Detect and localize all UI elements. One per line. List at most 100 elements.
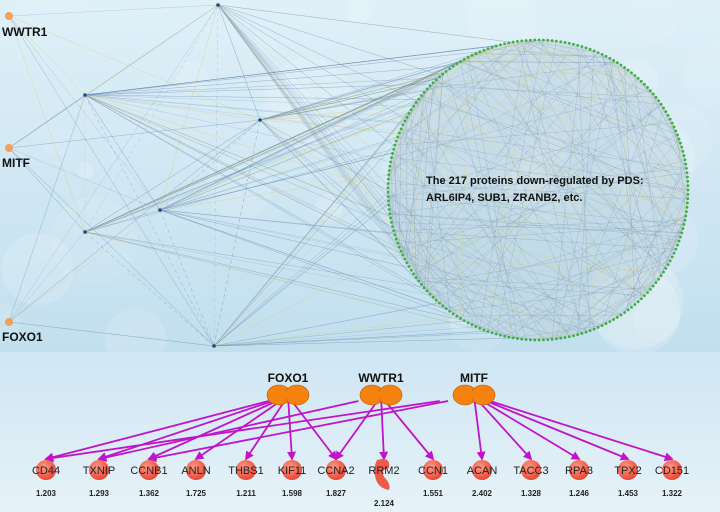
- cluster-edge: [416, 277, 651, 290]
- regulation-arrow: [44, 400, 269, 462]
- network-edge: [159, 114, 409, 211]
- target-label: RPA3: [565, 465, 593, 477]
- wwtr1-node: [5, 12, 13, 20]
- cluster-edge: [581, 46, 662, 276]
- network-edge: [217, 4, 391, 167]
- cluster-edge: [388, 118, 671, 197]
- cluster-disc: [388, 40, 688, 340]
- target-label: CCNB1: [130, 465, 167, 477]
- cluster-edge: [479, 215, 686, 329]
- cluster-edge: [400, 52, 599, 252]
- network-edge: [159, 209, 405, 260]
- network-edge: [213, 129, 401, 347]
- protein-node: [451, 312, 455, 316]
- network-edge: [259, 61, 461, 121]
- protein-node: [559, 336, 563, 340]
- protein-node: [648, 287, 652, 291]
- protein-node: [567, 41, 571, 45]
- protein-node: [387, 169, 391, 172]
- protein-node: [636, 76, 640, 80]
- network-edge: [8, 15, 261, 121]
- network-edge: [84, 231, 424, 288]
- protein-node: [478, 326, 482, 330]
- network-edge: [8, 4, 219, 17]
- protein-node: [387, 203, 391, 207]
- protein-node: [444, 307, 448, 311]
- protein-node: [657, 99, 660, 103]
- cluster-edge: [475, 53, 648, 293]
- protein-node: [550, 337, 554, 341]
- foxo1-hub-label: FOXO1: [268, 371, 309, 385]
- cluster-edge: [660, 215, 686, 276]
- regulation-arrow: [287, 400, 297, 461]
- network-edge: [84, 94, 419, 100]
- protein-node: [674, 129, 678, 133]
- protein-node: [490, 331, 494, 335]
- protein-node: [414, 276, 418, 279]
- protein-node: [584, 46, 588, 50]
- cluster-edge: [400, 128, 570, 337]
- network-edge: [259, 119, 390, 208]
- network-edge: [8, 4, 219, 323]
- target-node: [282, 460, 302, 480]
- protein-node: [486, 47, 490, 50]
- protein-node: [414, 101, 418, 104]
- protein-node: [670, 255, 674, 259]
- network-edge: [213, 192, 389, 347]
- protein-node: [441, 304, 445, 308]
- target-value: 1.328: [521, 489, 542, 498]
- network-edge: [159, 174, 389, 211]
- protein-node: [619, 313, 623, 317]
- regulation-arrow: [477, 400, 533, 461]
- mitf-node: [5, 144, 13, 152]
- cluster-edge: [393, 230, 662, 276]
- protein-node: [662, 106, 665, 110]
- cluster-edge: [521, 40, 595, 330]
- network-edge: [259, 119, 394, 232]
- protein-node: [386, 199, 390, 203]
- regulation-arrow: [485, 400, 630, 461]
- protein-node: [537, 338, 541, 342]
- protein-node: [409, 108, 413, 112]
- network-edge: [217, 4, 442, 76]
- cluster-edge: [394, 145, 397, 240]
- protein-node: [533, 38, 537, 42]
- intermediate-node: [216, 3, 220, 7]
- protein-node: [664, 110, 668, 113]
- protein-node: [482, 328, 486, 332]
- protein-node: [462, 319, 466, 323]
- protein-node: [466, 55, 470, 59]
- cluster-edge: [650, 90, 686, 160]
- protein-node: [657, 277, 660, 281]
- protein-node: [399, 249, 403, 253]
- cluster-edge: [475, 53, 607, 57]
- cluster-edge: [388, 196, 574, 336]
- cluster-edge: [416, 277, 505, 337]
- protein-node: [686, 184, 690, 188]
- network-edge: [8, 119, 261, 149]
- network-edge: [213, 330, 488, 347]
- cluster-edge: [400, 128, 583, 334]
- protein-node: [685, 166, 688, 170]
- cluster-edge: [445, 71, 527, 340]
- protein-node: [612, 318, 616, 321]
- cluster-edge: [530, 331, 587, 341]
- cluster-edge: [538, 39, 680, 242]
- network-edge: [84, 94, 215, 347]
- network-edge: [259, 78, 438, 121]
- cluster-edge: [564, 97, 657, 338]
- protein-node: [389, 160, 393, 164]
- network-edge: [84, 108, 413, 233]
- network-edge: [159, 4, 219, 211]
- protein-node: [386, 177, 390, 181]
- cluster-edge: [406, 52, 599, 263]
- target-label: CCNA2: [317, 465, 354, 477]
- protein-node: [651, 92, 655, 96]
- cluster-edge: [400, 159, 685, 252]
- protein-node: [619, 63, 623, 67]
